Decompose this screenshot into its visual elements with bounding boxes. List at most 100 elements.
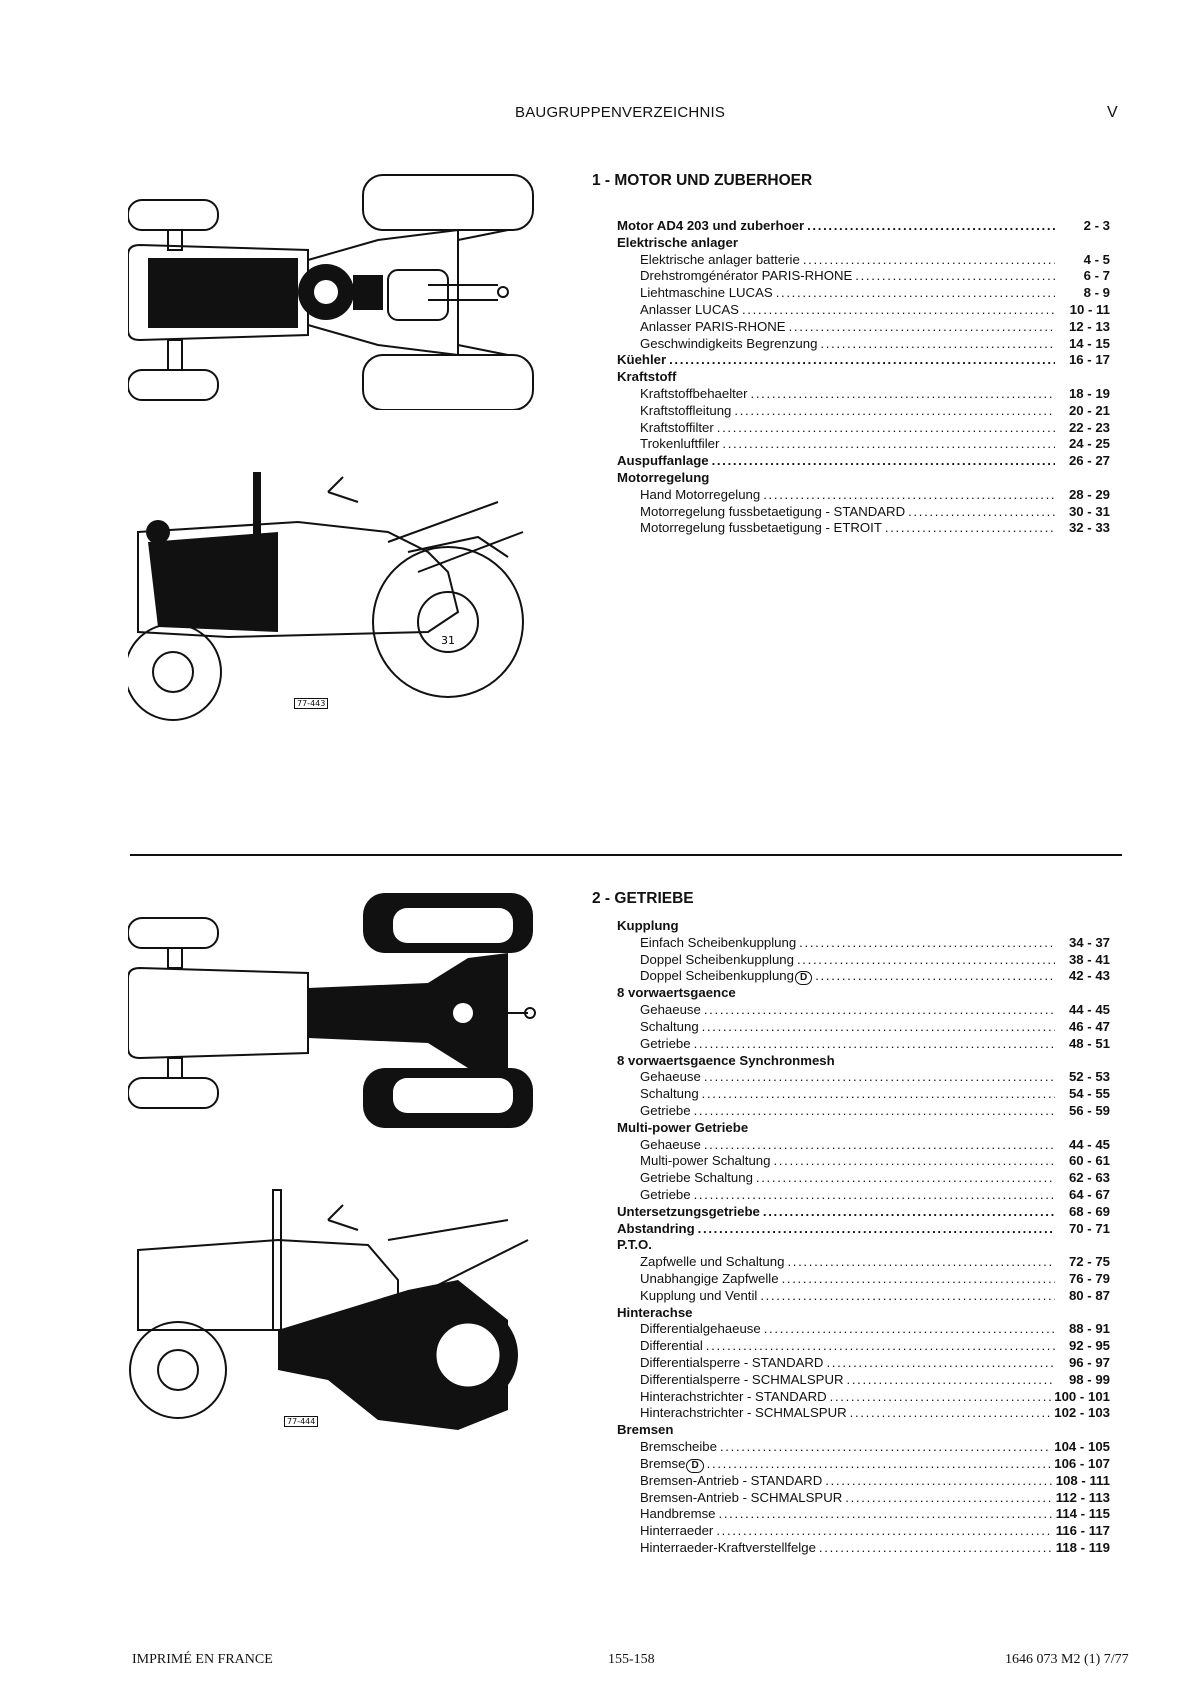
toc-leader-dots xyxy=(763,1204,1055,1221)
tractor-top-view-engine-illustration xyxy=(128,174,534,410)
toc-leader-dots xyxy=(776,285,1055,302)
toc-entry-label: Motorregelung fussbetaetigung - STANDARD xyxy=(640,503,906,519)
toc-entry-badge: D xyxy=(686,1458,704,1473)
toc-entry-label: Differentialsperre - STANDARD xyxy=(640,1354,824,1370)
toc-leader-dots xyxy=(773,1153,1055,1170)
toc-entry-label: Hinterachse xyxy=(617,1304,693,1320)
toc-entry-pages: 70 - 71 xyxy=(1068,1220,1110,1236)
toc-entry: Unabhangige Zapfwelle76 - 79 xyxy=(617,1271,1110,1288)
toc-entry: Drehstromgénérator PARIS-RHONE6 - 7 xyxy=(617,268,1110,285)
toc-entry-pages: 102 - 103 xyxy=(1054,1405,1110,1421)
toc-leader-dots xyxy=(722,436,1055,453)
figure-ref-1: 77-443 xyxy=(294,698,329,709)
toc-entry: Hand Motorregelung 28 - 29 xyxy=(617,487,1110,504)
toc-entry-label: Bremscheibe xyxy=(640,1438,717,1454)
toc-entry: Motorregelung fussbetaetigung - STANDARD… xyxy=(617,504,1110,521)
toc-entry-pages: 116 - 117 xyxy=(1055,1523,1110,1539)
toc-entry-pages: 112 - 113 xyxy=(1055,1489,1110,1505)
toc-entry-label: Gehaeuse xyxy=(640,1002,701,1018)
toc-leader-dots xyxy=(751,386,1055,403)
section-title-getriebe: 2 - GETRIEBE xyxy=(592,890,694,907)
toc-entry-label: Kupplung xyxy=(617,918,679,933)
toc-entry-pages: 60 - 61 xyxy=(1068,1153,1110,1169)
toc-entry-label: Anlasser LUCAS xyxy=(640,301,739,317)
toc-entry-label: Hinterachstrichter - SCHMALSPUR xyxy=(640,1405,847,1421)
toc-leader-dots xyxy=(734,403,1055,420)
toc-entry: Hinterachstrichter - SCHMALSPUR 102 - 103 xyxy=(617,1405,1110,1422)
toc-entry-pages: 28 - 29 xyxy=(1068,486,1110,502)
toc-entry-pages: 10 - 11 xyxy=(1069,301,1110,317)
toc-group-entry: Untersetzungsgetriebe68 - 69 xyxy=(617,1204,1110,1221)
toc-entry-label: Motorregelung xyxy=(617,469,710,485)
toc-entry: Kraftstoffbehaelter18 - 19 xyxy=(617,386,1110,403)
toc-entry-label: Geschwindigkeits Begrenzung xyxy=(640,335,818,351)
toc-leader-dots xyxy=(815,968,1055,985)
toc-leader-dots xyxy=(702,1086,1055,1103)
toc-entry-pages: 64 - 67 xyxy=(1068,1186,1110,1202)
toc-entry-label: Differentialsperre - SCHMALSPUR xyxy=(640,1371,844,1387)
toc-entry-label: Elektrische anlager batterie xyxy=(640,251,800,267)
toc-entry-label: Hinterraeder xyxy=(640,1523,714,1539)
toc-leader-dots xyxy=(855,268,1055,285)
toc-entry-label: Schaltung xyxy=(640,1086,699,1102)
toc-entry-label: Motorregelung fussbetaetigung - ETROIT xyxy=(640,520,882,536)
toc-entry: Handbremse114 - 115 xyxy=(617,1506,1110,1523)
toc-leader-dots xyxy=(704,1002,1055,1019)
toc-entry-pages: 16 - 17 xyxy=(1068,352,1110,368)
toc-entry-label: Kraftstoffilter xyxy=(640,419,714,435)
toc-entry-pages: 22 - 23 xyxy=(1068,419,1110,435)
toc-leader-dots xyxy=(694,1036,1055,1053)
toc-entry: Motorregelung fussbetaetigung - ETROIT32… xyxy=(617,520,1110,537)
toc-entry-pages: 106 - 107 xyxy=(1054,1455,1110,1471)
toc-entry-label: Kraftstoffbehaelter xyxy=(640,385,748,401)
toc-group-entry: Kraftstoff xyxy=(617,369,1110,386)
toc-entry-pages: 104 - 105 xyxy=(1054,1438,1110,1454)
toc-leader-dots xyxy=(717,420,1055,437)
toc-entry-label: Gehaeuse xyxy=(640,1136,701,1152)
toc-entry: Differentialsperre - SCHMALSPUR98 - 99 xyxy=(617,1372,1110,1389)
toc-entry-label: Kupplung und Ventil xyxy=(640,1287,758,1303)
toc-entry: Kupplung und Ventil 80 - 87 xyxy=(617,1288,1110,1305)
toc-entry-label: Bremse xyxy=(640,1455,686,1471)
toc-entry-label: Trokenluftfiler xyxy=(640,436,720,452)
toc-leader-dots xyxy=(908,504,1055,521)
toc-entry-pages: 80 - 87 xyxy=(1068,1287,1110,1303)
toc-leader-dots xyxy=(850,1405,1052,1422)
toc-entry: Getriebe Schaltung62 - 63 xyxy=(617,1170,1110,1187)
toc-entry-pages: 26 - 27 xyxy=(1068,453,1110,469)
toc-entry-label: Kraftstoffleitung xyxy=(640,402,732,418)
toc-entry-pages: 24 - 25 xyxy=(1068,436,1110,452)
toc-entry-label: Handbremse xyxy=(640,1506,716,1522)
toc-entry-label: Doppel Scheibenkupplung xyxy=(640,951,794,967)
toc-leader-dots xyxy=(694,1103,1055,1120)
toc-entry-pages: 52 - 53 xyxy=(1068,1069,1110,1085)
toc-group-entry: Kupplung xyxy=(617,918,1110,935)
toc-entry-pages: 72 - 75 xyxy=(1068,1254,1110,1270)
toc-entry-label: Motor AD4 203 und zuberhoer xyxy=(617,218,805,233)
toc-entry-pages: 4 - 5 xyxy=(1083,251,1110,267)
toc-leader-dots xyxy=(707,1456,1052,1473)
toc-leader-dots xyxy=(797,952,1055,969)
toc-entry-pages: 92 - 95 xyxy=(1068,1338,1110,1354)
toc-entry-label: Hand Motorregelung xyxy=(640,486,761,502)
toc-entry-pages: 48 - 51 xyxy=(1068,1035,1110,1051)
toc-entry-pages: 76 - 79 xyxy=(1068,1270,1110,1286)
toc-group-entry: 8 vorwaertsgaence xyxy=(617,985,1110,1002)
toc-entry-label: Getriebe Schaltung xyxy=(640,1170,753,1186)
toc-entry-pages: 20 - 21 xyxy=(1068,402,1110,418)
figure-ref-2: 77-444 xyxy=(284,1416,319,1427)
toc-leader-dots xyxy=(799,935,1055,952)
toc-entry-pages: 96 - 97 xyxy=(1068,1354,1110,1370)
toc-entry-label: Multi-power Schaltung xyxy=(640,1153,771,1169)
toc-leader-dots xyxy=(819,1540,1053,1557)
toc-entry-pages: 38 - 41 xyxy=(1068,951,1110,967)
toc-entry-pages: 8 - 9 xyxy=(1083,285,1110,301)
toc-entry: Liehtmaschine LUCAS8 - 9 xyxy=(617,285,1110,302)
toc-leader-dots xyxy=(826,1355,1055,1372)
toc-entry: Multi-power Schaltung 60 - 61 xyxy=(617,1153,1110,1170)
toc-group-entry: Abstandring70 - 71 xyxy=(617,1221,1110,1238)
page-header-title: BAUGRUPPENVERZEICHNIS xyxy=(515,104,726,121)
tractor-side-view-engine-illustration: 31 xyxy=(128,472,524,721)
toc-leader-dots xyxy=(807,218,1055,235)
toc-entry-label: 8 vorwaertsgaence xyxy=(617,985,736,1001)
